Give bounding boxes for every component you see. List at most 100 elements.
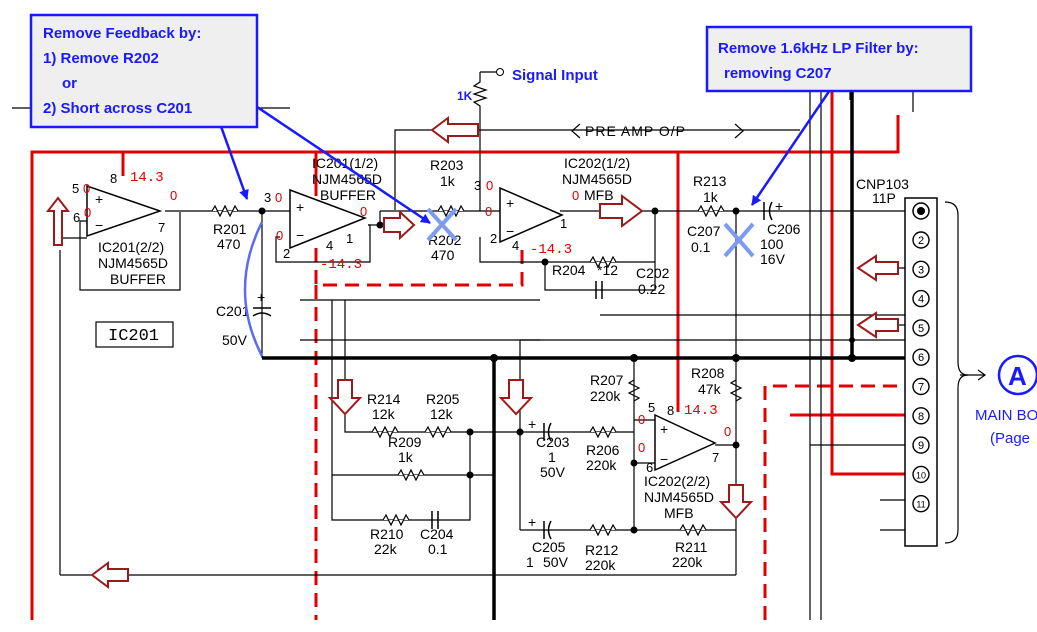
lp-filter-callout: Remove 1.6kHz LP Filter by: removing C20… xyxy=(705,25,973,93)
svg-text:1k: 1k xyxy=(398,449,414,465)
svg-text:16V: 16V xyxy=(760,251,786,267)
pin-numbers: 5 0 6 0 8 14.3 0 7 3 0 0 2 4 -14.3 1 0 3… xyxy=(72,170,731,475)
svg-text:C207: C207 xyxy=(687,223,721,239)
cnp103-connector: CNP103 11P xyxy=(856,176,987,547)
svg-text:PRE AMP O/P: PRE AMP O/P xyxy=(585,123,686,139)
connector-pin xyxy=(912,260,930,278)
svg-text:R211: R211 xyxy=(675,539,708,555)
svg-text:1k: 1k xyxy=(440,173,456,189)
ic-labels: IC201(2/2) NJM4565D BUFFER IC201(1/2) NJ… xyxy=(98,155,714,521)
svg-text:50V: 50V xyxy=(222,332,248,348)
svg-text:R205: R205 xyxy=(426,391,460,407)
connector-pin xyxy=(912,436,930,454)
svg-text:-14.3: -14.3 xyxy=(320,257,362,273)
svg-text:R204: R204 xyxy=(552,262,586,278)
svg-text:2: 2 xyxy=(490,231,497,246)
svg-text:IC201(2/2): IC201(2/2) xyxy=(98,239,164,255)
svg-text:6: 6 xyxy=(646,460,653,475)
svg-text:0: 0 xyxy=(638,412,645,427)
ic201a-opamp: + − xyxy=(289,188,368,250)
svg-text:+: + xyxy=(95,191,103,207)
svg-text:NJM4565D: NJM4565D xyxy=(98,255,168,271)
svg-text:−: − xyxy=(95,217,103,233)
svg-text:470: 470 xyxy=(431,247,455,263)
svg-text:0.22: 0.22 xyxy=(638,281,665,297)
svg-text:0: 0 xyxy=(84,205,91,220)
svg-text:IC201(1/2): IC201(1/2) xyxy=(312,155,378,171)
c201-short-arc xyxy=(243,221,264,357)
svg-text:+: + xyxy=(257,289,265,305)
connector-pin xyxy=(912,319,930,337)
connector-pin-label: 10 xyxy=(916,470,926,480)
connector-pin xyxy=(912,348,930,366)
svg-text:0: 0 xyxy=(360,204,367,219)
connector-pin xyxy=(912,231,930,249)
svg-text:C201: C201 xyxy=(216,303,250,319)
ic201b-opamp: + − xyxy=(86,184,163,238)
svg-text:4: 4 xyxy=(512,238,519,253)
svg-text:4: 4 xyxy=(326,238,333,253)
svg-text:+: + xyxy=(528,416,536,432)
svg-text:0: 0 xyxy=(572,188,579,203)
svg-text:+: + xyxy=(296,199,304,215)
ic202b-opamp: + − xyxy=(654,413,717,472)
svg-text:8: 8 xyxy=(110,171,117,186)
resistor-symbols xyxy=(211,204,743,537)
connector-pin xyxy=(912,495,930,513)
svg-text:MAIN BO: MAIN BO xyxy=(975,407,1037,424)
svg-text:2: 2 xyxy=(283,246,290,261)
svg-text:50V: 50V xyxy=(543,554,569,570)
svg-text:0: 0 xyxy=(275,190,282,205)
svg-text:Remove 1.6kHz LP Filter by:: Remove 1.6kHz LP Filter by: xyxy=(718,40,919,57)
svg-text:NJM4565D: NJM4565D xyxy=(312,171,382,187)
svg-text:22k: 22k xyxy=(374,541,398,557)
svg-text:C206: C206 xyxy=(767,221,801,237)
svg-text:−: − xyxy=(506,223,514,239)
svg-text:IC202(2/2): IC202(2/2) xyxy=(644,473,710,489)
svg-text:NJM4565D: NJM4565D xyxy=(644,489,714,505)
connector-pin xyxy=(912,377,930,396)
ic202a-opamp: + − xyxy=(499,186,564,244)
svg-text:MFB: MFB xyxy=(584,187,614,203)
connector-pin-label: 8 xyxy=(918,411,924,423)
capacitor-symbols xyxy=(252,201,773,540)
svg-text:0: 0 xyxy=(486,178,493,193)
svg-text:R214: R214 xyxy=(367,391,401,407)
svg-text:C203: C203 xyxy=(536,434,570,450)
svg-text:0: 0 xyxy=(170,188,177,203)
connector-pin-label: 3 xyxy=(918,264,924,276)
svg-text:5: 5 xyxy=(72,181,79,196)
preamp-op-marker: PRE AMP O/P xyxy=(571,123,744,139)
svg-text:+: + xyxy=(775,198,783,214)
svg-text:1: 1 xyxy=(548,449,556,465)
signal-flow-arrows xyxy=(45,116,899,589)
junction-dots xyxy=(258,68,856,534)
svg-text:Remove Feedback by:: Remove Feedback by: xyxy=(43,25,201,42)
svg-text:R209: R209 xyxy=(388,434,422,450)
ic201-box: IC201 xyxy=(95,321,174,348)
svg-text:(Page: (Page xyxy=(990,430,1030,447)
svg-text:1: 1 xyxy=(346,231,353,246)
connector-pin-label: 7 xyxy=(918,382,924,394)
connector-pin-label: 6 xyxy=(918,352,924,364)
svg-text:−: − xyxy=(660,451,668,467)
feedback-callout: Remove Feedback by: 1) Remove R202 or 2)… xyxy=(29,13,259,129)
svg-text:1) Remove R202: 1) Remove R202 xyxy=(43,50,159,67)
svg-text:11P: 11P xyxy=(872,190,896,206)
svg-text:-14.3: -14.3 xyxy=(530,242,572,258)
svg-text:1K: 1K xyxy=(457,89,473,103)
svg-text:8: 8 xyxy=(667,403,674,418)
svg-text:R207: R207 xyxy=(590,372,624,388)
svg-text:R203: R203 xyxy=(430,157,464,173)
connector-pin-label: 2 xyxy=(918,235,924,247)
svg-text:0: 0 xyxy=(276,228,283,243)
svg-text:BUFFER: BUFFER xyxy=(110,271,166,287)
svg-text:C205: C205 xyxy=(532,539,566,555)
svg-text:1: 1 xyxy=(560,216,567,231)
svg-text:CNP103: CNP103 xyxy=(856,176,909,192)
svg-text:5: 5 xyxy=(648,400,655,415)
svg-text:*12: *12 xyxy=(597,262,618,278)
signal-input: Signal Input 1K xyxy=(457,67,598,103)
